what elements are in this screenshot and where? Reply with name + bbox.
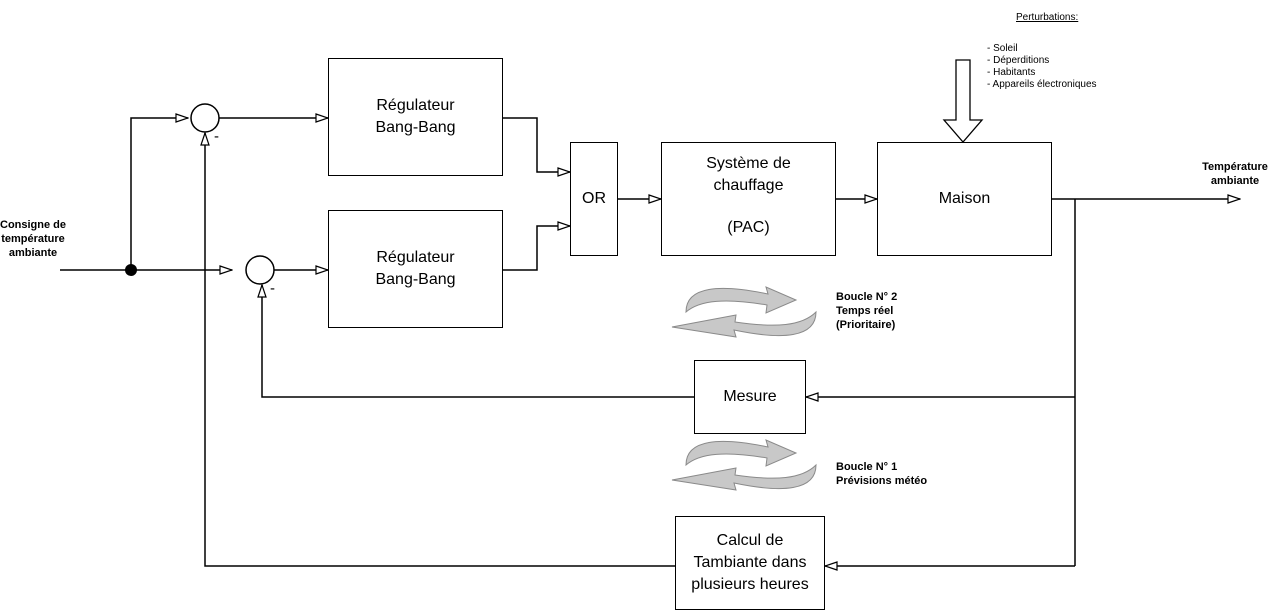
house-label: Maison	[938, 190, 991, 207]
loop1-line-1: Boucle N° 1	[836, 461, 898, 473]
measure-label: Mesure	[723, 388, 777, 405]
heating-system-block: Système de chauffage (PAC)	[661, 142, 836, 256]
input-label-line-2: température	[1, 233, 65, 245]
regulator-bottom-line-1: Régulateur	[376, 249, 455, 266]
perturbations-title: Perturbations:	[1016, 12, 1079, 23]
forecast-line-3: plusieurs heures	[691, 576, 809, 593]
output-label-line-2: ambiante	[1210, 175, 1260, 187]
perturbation-item: - Soleil	[987, 43, 1018, 54]
heating-line-3: (PAC)	[727, 219, 770, 236]
perturbation-item: - Appareils électroniques	[987, 79, 1097, 90]
disturbance-arrow	[942, 59, 984, 143]
forecast-line-1: Calcul de	[716, 532, 784, 549]
loop-icon-1	[671, 439, 817, 491]
regulator-top-line-1: Régulateur	[376, 97, 455, 114]
loop1-line-2: Prévisions météo	[836, 475, 928, 487]
input-branch-top	[130, 118, 188, 270]
calc-to-summer	[205, 133, 675, 567]
perturbations-list: - Soleil - Déperditions - Habitants - Ap…	[987, 43, 1097, 91]
input-label-line-3: ambiante	[8, 247, 58, 259]
forecast-calc-block: Calcul de Tambiante dans plusieurs heure…	[675, 516, 825, 610]
regulator-bottom-to-or	[503, 226, 570, 271]
output-label-line-1: Température	[1202, 161, 1268, 173]
or-gate-block: OR	[570, 142, 618, 256]
loop2-line-1: Boucle N° 2	[836, 291, 898, 303]
perturbation-item: - Déperditions	[987, 55, 1050, 66]
regulator-top-to-or	[503, 117, 570, 172]
output-label: Température ambiante	[1190, 160, 1280, 188]
regulator-bottom-line-2: Bang-Bang	[375, 271, 456, 288]
input-label-line-1: Consigne de	[0, 219, 67, 231]
summer-bottom-sign: -	[270, 280, 275, 297]
loop-icon-2	[671, 286, 817, 338]
heating-line-2: chauffage	[713, 177, 784, 194]
heating-line-1: Système de	[706, 155, 791, 172]
forecast-line-2: Tambiante dans	[693, 554, 807, 571]
perturbation-item: - Habitants	[987, 67, 1036, 78]
measure-to-summer	[262, 285, 694, 398]
house-block: Maison	[877, 142, 1052, 256]
summer-top-sign: -	[214, 128, 219, 145]
loop2-line-2: Temps réel	[836, 305, 894, 317]
measure-block: Mesure	[694, 360, 806, 434]
or-gate-label: OR	[582, 190, 606, 207]
regulator-top-line-2: Bang-Bang	[375, 119, 456, 136]
loop1-label: Boucle N° 1 Prévisions météo	[836, 460, 927, 488]
input-label: Consigne de température ambiante	[0, 218, 66, 260]
loop2-line-3: (Prioritaire)	[836, 319, 896, 331]
loop2-label: Boucle N° 2 Temps réel (Prioritaire)	[836, 290, 897, 332]
